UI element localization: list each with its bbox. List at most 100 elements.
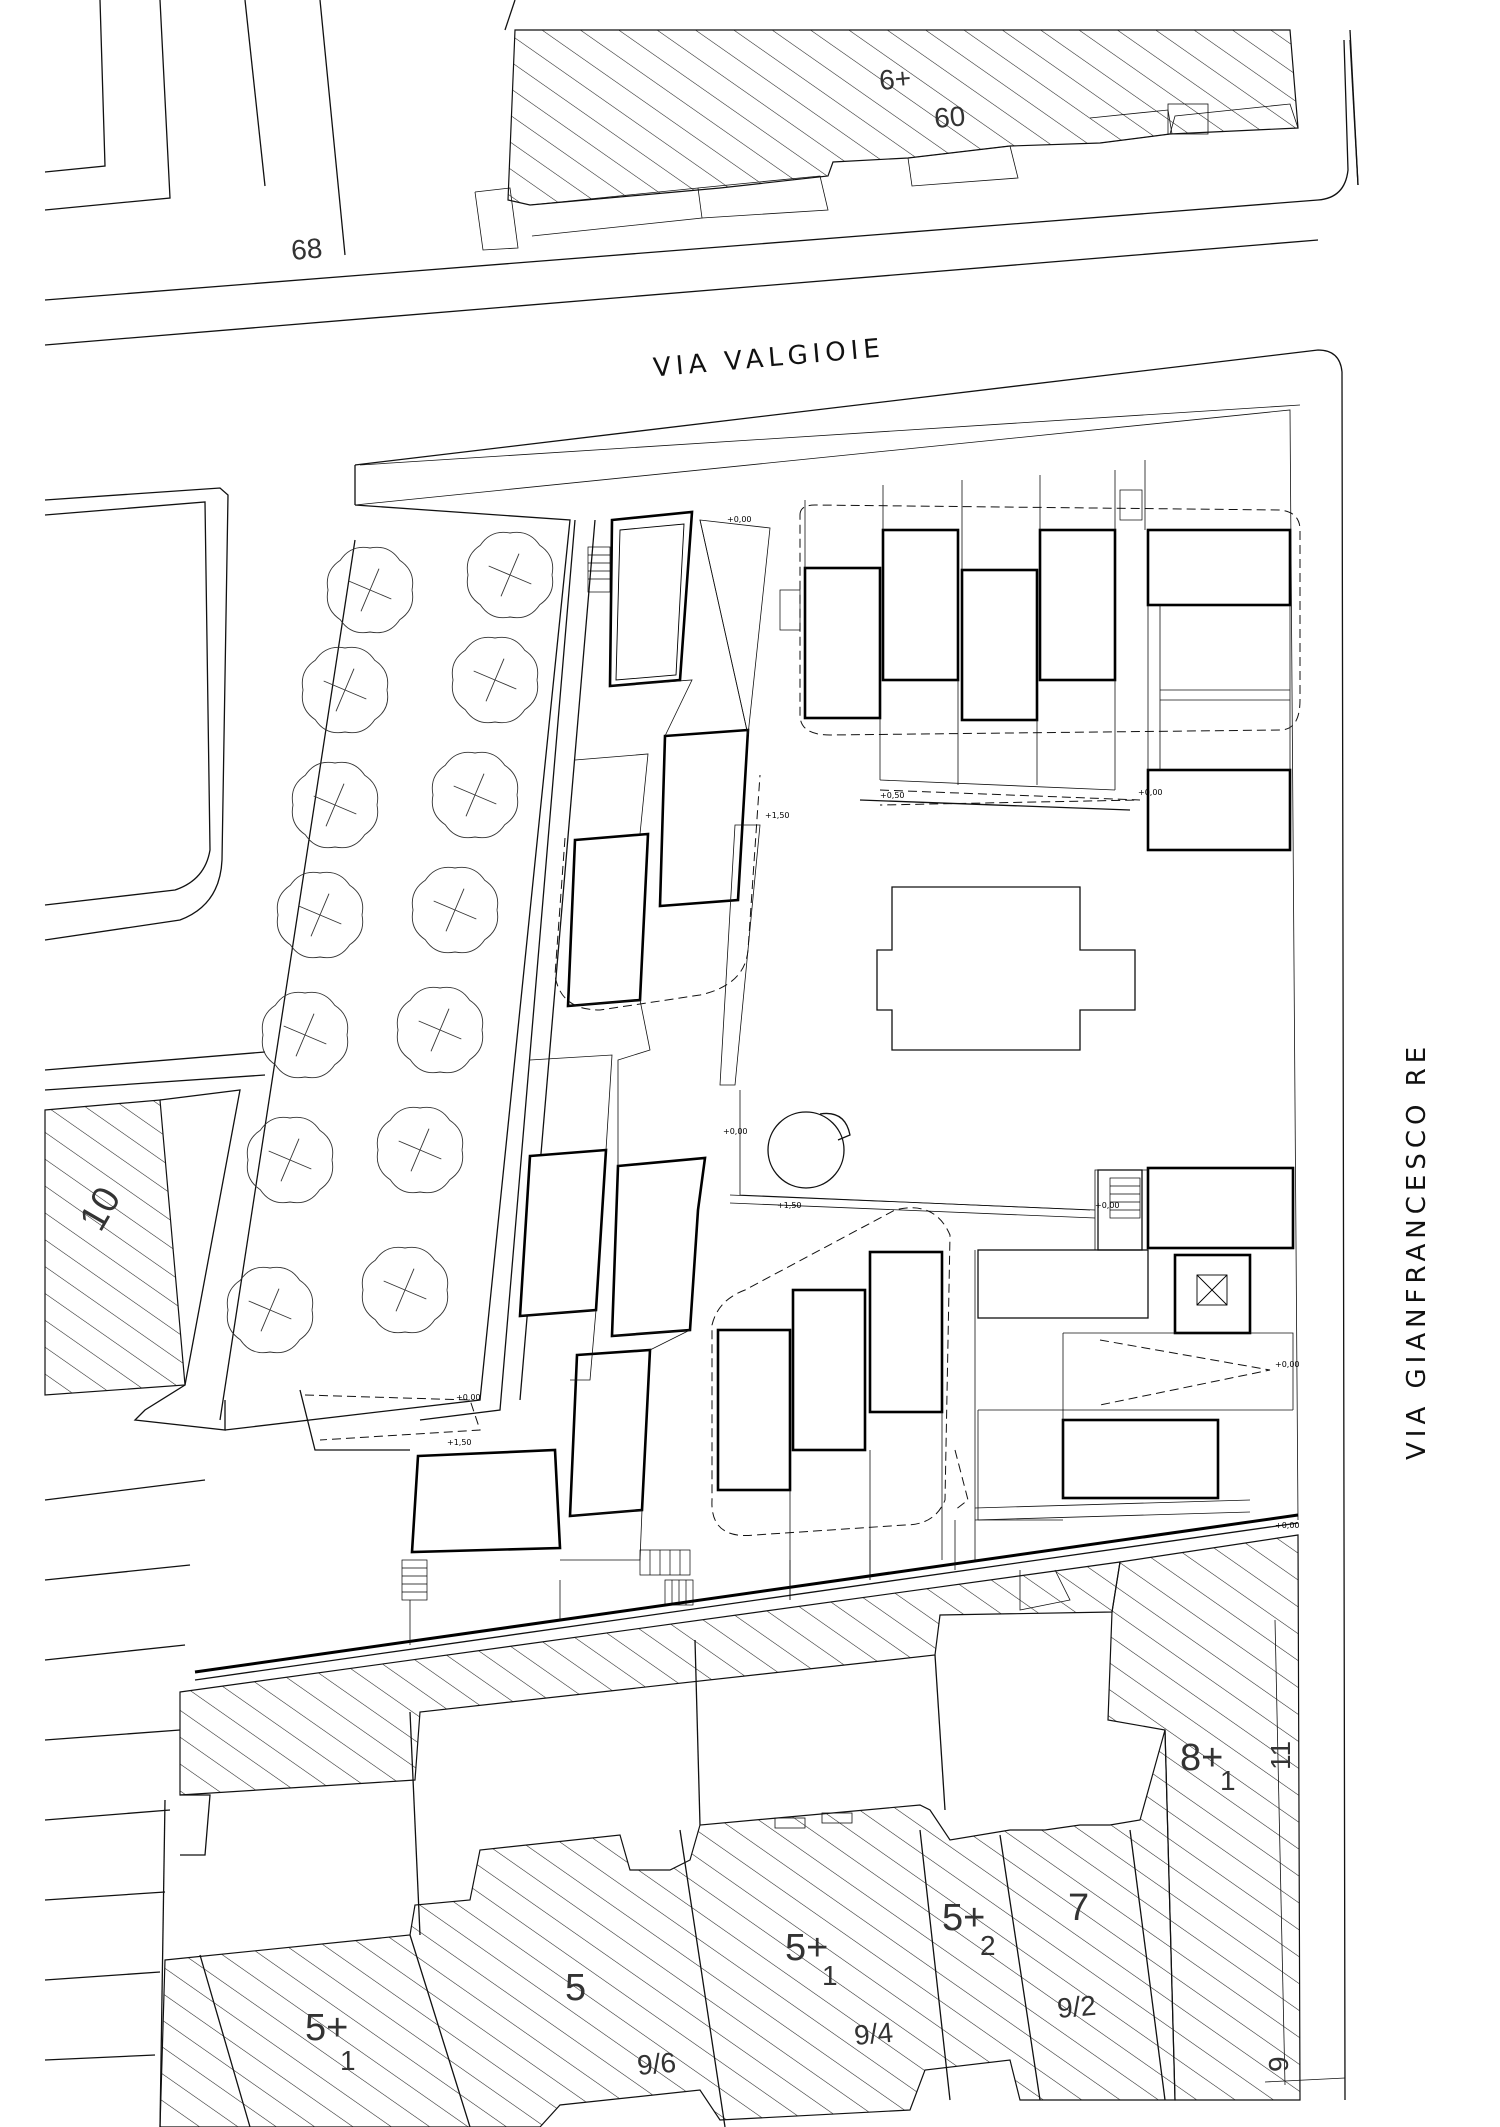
parcel-number: 11 [1265, 1741, 1296, 1770]
parcel-number: 5+ [942, 1897, 985, 1939]
tree-branch [395, 1289, 406, 1312]
tree-branch [369, 589, 392, 600]
north-blocks [44, 0, 1359, 346]
elevation-label: +0,00 [1275, 1360, 1300, 1369]
elevation-label: +0,00 [456, 1393, 481, 1402]
housing-unit [716, 1328, 792, 1492]
tree-icon [301, 646, 389, 734]
parcel-number: 5+ [305, 2007, 348, 2049]
elevation-label: +0,00 [727, 515, 752, 524]
housing-unit [1061, 1418, 1220, 1500]
tree-branch [419, 1149, 442, 1160]
tree-branch [445, 909, 456, 932]
tree-branch [289, 1159, 312, 1170]
tree-branch [433, 900, 456, 911]
tree-icon [261, 991, 349, 1079]
tree-icon [451, 636, 539, 724]
tree-icon [276, 871, 364, 959]
tree-branch [500, 574, 511, 597]
tree-branch [298, 905, 321, 916]
tree-branch [398, 1140, 421, 1151]
building-10 [44, 1099, 186, 1396]
parcel-number: 5 [565, 1967, 586, 2009]
parcel-number: 8+ [1180, 1737, 1223, 1779]
tree-icon [431, 751, 519, 839]
elevation-label: +0,00 [723, 1127, 748, 1136]
parcel-number: 1 [1220, 1765, 1236, 1796]
tree-branch [404, 1268, 415, 1291]
housing-unit [566, 832, 650, 1008]
parcel-number: 5+ [785, 1927, 828, 1969]
tree-branch [494, 679, 517, 690]
tree-branch [360, 589, 371, 612]
tree-group [226, 531, 554, 1354]
housing-unit [1038, 528, 1117, 682]
west-blocks [44, 487, 266, 2061]
tree-branch [453, 785, 476, 796]
tree-branch [325, 804, 336, 827]
tree-icon [411, 866, 499, 954]
tree-branch [248, 1300, 271, 1311]
tree-branch [319, 914, 342, 925]
tree-icon [291, 761, 379, 849]
housing-unit [791, 1288, 867, 1452]
tree-branch [335, 689, 346, 712]
tree-branch [474, 794, 497, 805]
tree-branch [313, 795, 336, 806]
street-label-north: VIA VALGIOIE [652, 333, 886, 383]
elevation-label: +0,50 [880, 791, 905, 800]
elevation-label: +0,00 [1095, 1201, 1120, 1210]
building-south-row [159, 1729, 1176, 2127]
housing-unit [610, 1156, 707, 1338]
west-housing-row [299, 510, 771, 1606]
tree-branch [348, 580, 371, 591]
tree-branch [369, 568, 380, 591]
tree-branch [473, 670, 496, 681]
elevation-label: +1,50 [765, 811, 790, 820]
parcel-number: 9/2 [1056, 1990, 1097, 2024]
building-60 [507, 29, 1299, 206]
parcel-number: 1 [340, 2045, 356, 2076]
tree-branch [454, 888, 465, 911]
tree-icon [396, 986, 484, 1074]
parcel-number: 9 [1263, 2056, 1294, 2072]
tree-branch [509, 574, 532, 585]
street-label-east: VIA GIANFRANCESCO RE [1402, 1042, 1432, 1460]
elevation-label: +1,50 [447, 1438, 472, 1447]
parcel-number: 7 [1068, 1887, 1089, 1929]
tree-branch [430, 1029, 441, 1052]
tree-branch [334, 804, 357, 815]
tree-icon [326, 546, 414, 634]
tree-branch [465, 794, 476, 817]
housing-unit [1146, 1166, 1295, 1250]
round-pavilion [767, 1111, 845, 1189]
tree-icon [466, 531, 554, 619]
tree-branch [304, 1013, 315, 1036]
tree-branch [439, 1008, 450, 1031]
housing-unit [960, 568, 1039, 722]
tree-branch [383, 1280, 406, 1291]
housing-unit [568, 1348, 652, 1518]
parcel-number: 68 [290, 232, 324, 266]
housing-unit [868, 1250, 944, 1414]
tree-branch [319, 893, 330, 916]
south-center-housing [711, 1194, 1096, 1600]
elevation-label: +0,00 [1138, 788, 1163, 797]
tree-branch [344, 668, 355, 691]
tree-branch [269, 1309, 292, 1320]
parcel-number: 9/6 [636, 2047, 677, 2081]
building-south-strip [179, 1561, 1121, 1796]
tree-branch [295, 1034, 306, 1057]
tree-icon [246, 1116, 334, 1204]
south-blocks [159, 1534, 1346, 2127]
housing-unit [518, 1148, 608, 1318]
tree-icon [226, 1266, 314, 1354]
tree-branch [410, 1149, 421, 1172]
tree-branch [418, 1020, 441, 1031]
tree-branch [419, 1128, 430, 1151]
site-boundary [354, 349, 1346, 2101]
tree-branch [404, 1289, 427, 1300]
tree-branch [485, 679, 496, 702]
parcel-number: 6+ [878, 62, 913, 96]
